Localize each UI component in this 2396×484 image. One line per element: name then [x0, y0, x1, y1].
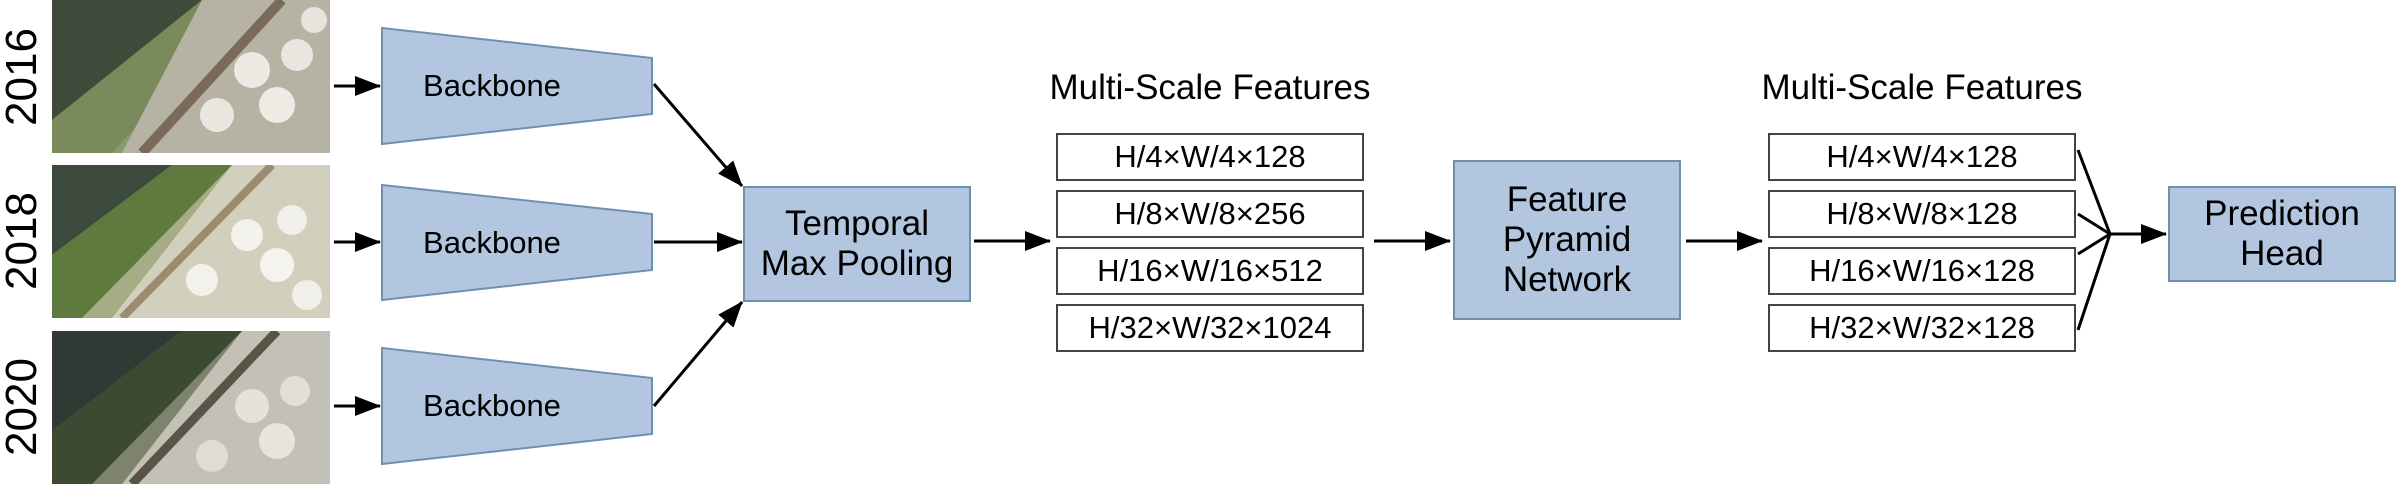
merge-line-2 — [2077, 212, 2111, 236]
pooling-box — [743, 186, 971, 302]
pooling-label: Temporal Max Pooling — [744, 187, 970, 301]
backbone-shape-2018 — [381, 183, 653, 302]
fpn-box — [1453, 160, 1681, 320]
year-label-2018: 2018 — [0, 191, 47, 290]
fpn-label-line3: Network — [1502, 260, 1632, 300]
satellite-image-2018 — [52, 165, 330, 318]
merge-line-4 — [2076, 233, 2112, 331]
prediction-head-line2: Head — [2240, 234, 2324, 273]
backbone-label-2016: Backbone — [423, 68, 561, 104]
fpn-label-line2: Pyramid — [1502, 219, 1632, 259]
merge-line-3 — [2077, 232, 2111, 256]
arrow-backbone-pooling-2020 — [652, 301, 744, 407]
prediction-head-label: Prediction Head — [2169, 187, 2395, 281]
backbone-shape-2016 — [381, 26, 653, 146]
features-left-item-2: H/8×W/8×256 — [1056, 190, 1364, 238]
arrow-backbone-pooling-2016 — [652, 83, 744, 187]
features-left-title: Multi-Scale Features — [1049, 68, 1371, 107]
prediction-head-box — [2168, 186, 2396, 282]
features-right-item-1: H/4×W/4×128 — [1768, 133, 2076, 181]
features-right-item-4: H/32×W/32×128 — [1768, 304, 2076, 352]
pooling-label-line1: Temporal — [785, 203, 929, 243]
prediction-head-line1: Prediction — [2204, 193, 2360, 233]
satellite-image-2020 — [52, 331, 330, 484]
features-left-item-1: H/4×W/4×128 — [1056, 133, 1364, 181]
backbone-shape-2020 — [381, 346, 653, 466]
merge-line-1 — [2076, 149, 2112, 235]
pooling-label-line2: Max Pooling — [760, 244, 954, 283]
year-label-2016: 2016 — [0, 27, 47, 126]
fpn-label: Feature Pyramid Network — [1454, 161, 1680, 319]
satellite-image-2016 — [52, 0, 330, 153]
features-right-item-2: H/8×W/8×128 — [1768, 190, 2076, 238]
fpn-label-line1: Feature — [1506, 179, 1628, 219]
backbone-label-2018: Backbone — [423, 224, 561, 260]
features-left-item-4: H/32×W/32×1024 — [1056, 304, 1364, 352]
features-right-title: Multi-Scale Features — [1761, 68, 2083, 107]
year-label-2020: 2020 — [0, 357, 47, 456]
features-right-item-3: H/16×W/16×128 — [1768, 247, 2076, 295]
backbone-label-2020: Backbone — [423, 388, 561, 424]
features-left-item-3: H/16×W/16×512 — [1056, 247, 1364, 295]
